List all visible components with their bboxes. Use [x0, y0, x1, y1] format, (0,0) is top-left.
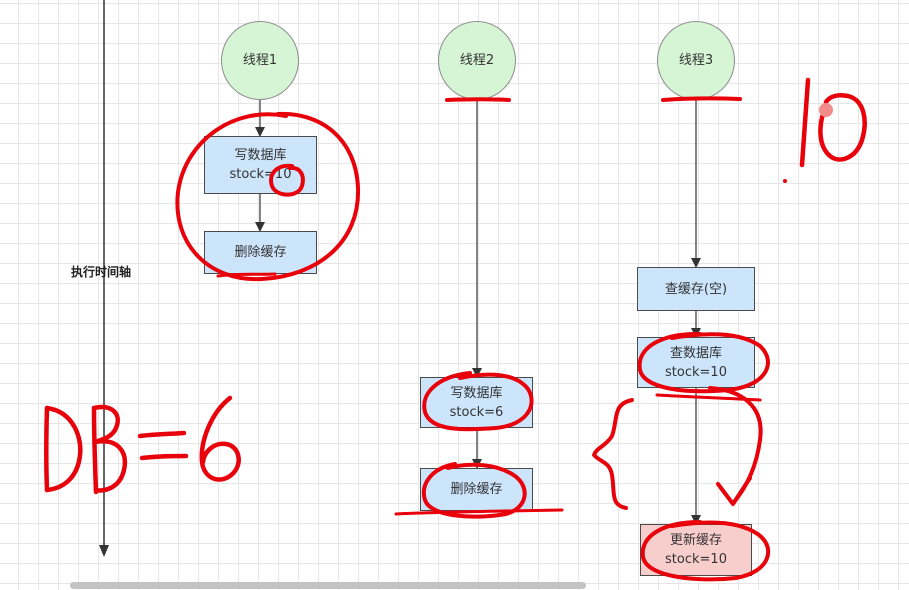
t3-update-cache-value: stock=10 [665, 552, 727, 567]
t3-query-db-circle-scribble [637, 331, 770, 394]
t3-update-cache-title: 更新缓存 [669, 533, 722, 548]
t1-value-circle-scribble [269, 163, 305, 197]
handwriting-dot-small [783, 179, 787, 183]
t1-write-db-title: 写数据库 [234, 148, 287, 163]
t3-query-db-value: stock=10 [665, 364, 727, 380]
t1-circle-scribble [175, 111, 361, 282]
t3-query-db-underline [655, 393, 762, 402]
t1-delete-cache-label: 删除缓存 [234, 245, 287, 260]
db-equals-six-handwriting [44, 395, 241, 495]
curly-brace-scribble [592, 398, 634, 510]
thread-3-underline [661, 96, 742, 102]
cache-ten-handwriting [799, 77, 867, 168]
t1-delete-cache-node[interactable]: 删除缓存 [204, 231, 317, 274]
t2-write-circle-scribble [422, 371, 534, 432]
t3-query-cache-node[interactable]: 查缓存(空) [637, 267, 755, 311]
thread-2-underline [445, 97, 511, 102]
handwriting-dot-top [819, 103, 833, 117]
t3-query-db-title: 查数据库 [669, 345, 722, 361]
thread-2-node[interactable]: 线程2 [438, 21, 516, 100]
thread-1-label: 线程1 [242, 53, 278, 68]
thread-3-label: 线程3 [678, 53, 714, 68]
t3-query-db-node[interactable]: 查数据库 stock=10 [637, 337, 755, 388]
t1-delete-underline [216, 272, 277, 278]
t3-update-cache-node[interactable]: 更新缓存 stock=10 [640, 524, 752, 576]
t3-update-circle-scribble [640, 520, 771, 582]
horizontal-scrollbar[interactable] [70, 582, 586, 589]
thread-1-node[interactable]: 线程1 [221, 21, 299, 100]
thread-2-label: 线程2 [459, 53, 495, 68]
t2-write-db-node[interactable]: 写数据库 stock=6 [420, 377, 533, 428]
thread-3-node[interactable]: 线程3 [657, 21, 735, 100]
t2-delete-circle-scribble [421, 462, 527, 519]
t3-curved-arrowhead [716, 476, 752, 506]
t2-delete-cache-label: 删除缓存 [450, 482, 503, 497]
timeline-arrowhead [99, 545, 109, 557]
t2-write-db-value: stock=6 [449, 404, 504, 420]
t2-baseline-underline [394, 508, 564, 516]
t3-query-cache-label: 查缓存(空) [664, 281, 728, 297]
t1-write-db-node[interactable]: 写数据库 stock=10 [204, 136, 317, 194]
t2-write-db-title: 写数据库 [450, 385, 503, 401]
timeline-label: 执行时间轴 [71, 265, 132, 279]
